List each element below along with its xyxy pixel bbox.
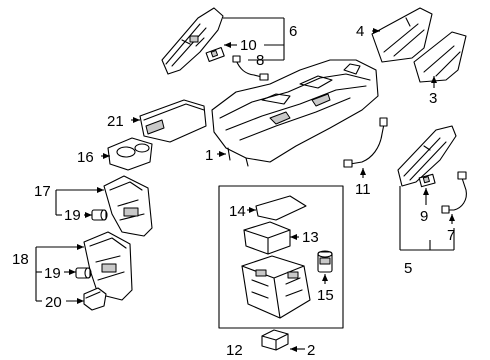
shift-trim-lower [83,231,133,301]
trim-switch-connector [205,46,225,62]
callout-7: 7 [447,227,455,244]
power-socket-15 [317,250,333,273]
right-upper-side-panel [371,7,433,63]
callout-4: 4 [356,23,364,40]
clip-2 [261,329,289,351]
callout-10: 10 [240,37,257,54]
subassembly-box [218,185,344,329]
callout-3: 3 [429,90,437,107]
callout-18: 18 [12,251,29,268]
wiring-harness-8 [232,55,269,81]
callout-labels: 6 10 8 4 3 21 16 1 17 19 18 19 20 11 9 7… [12,23,455,359]
storage-tray-13 [243,221,291,255]
cable-harness-11 [343,117,388,168]
floor-console-body [211,59,379,167]
callout-19-upper: 19 [64,207,81,224]
right-lower-side-panel [413,31,467,83]
callout-13: 13 [302,229,319,246]
cap-20 [83,287,107,311]
callout-15: 15 [317,287,334,304]
armrest-lid [139,99,207,143]
callout-16: 16 [77,149,94,166]
callout-17: 17 [34,183,51,200]
left-upper-trim-panel [161,7,224,75]
callout-5: 5 [404,260,412,277]
callout-6: 6 [289,23,297,40]
callout-12: 12 [226,342,243,359]
callout-21: 21 [107,113,124,130]
mat-pad-14 [255,195,307,221]
leader-lines [35,17,455,352]
callout-14: 14 [229,203,246,220]
knob-19-lower [75,267,92,279]
callout-19-lower: 19 [44,265,61,282]
switch-9 [418,173,436,188]
callout-2: 2 [307,342,315,359]
wiring-harness-7 [441,171,467,214]
callout-9: 9 [420,208,428,225]
callout-11: 11 [355,181,371,198]
knob-19-upper [91,209,108,221]
cup-holder [107,137,153,171]
shift-trim-upper [103,175,153,237]
callout-8: 8 [256,52,264,69]
console-bracket [241,255,311,319]
callout-1: 1 [205,147,213,164]
right-lower-trim-panel [397,125,457,187]
callout-20: 20 [45,294,62,311]
